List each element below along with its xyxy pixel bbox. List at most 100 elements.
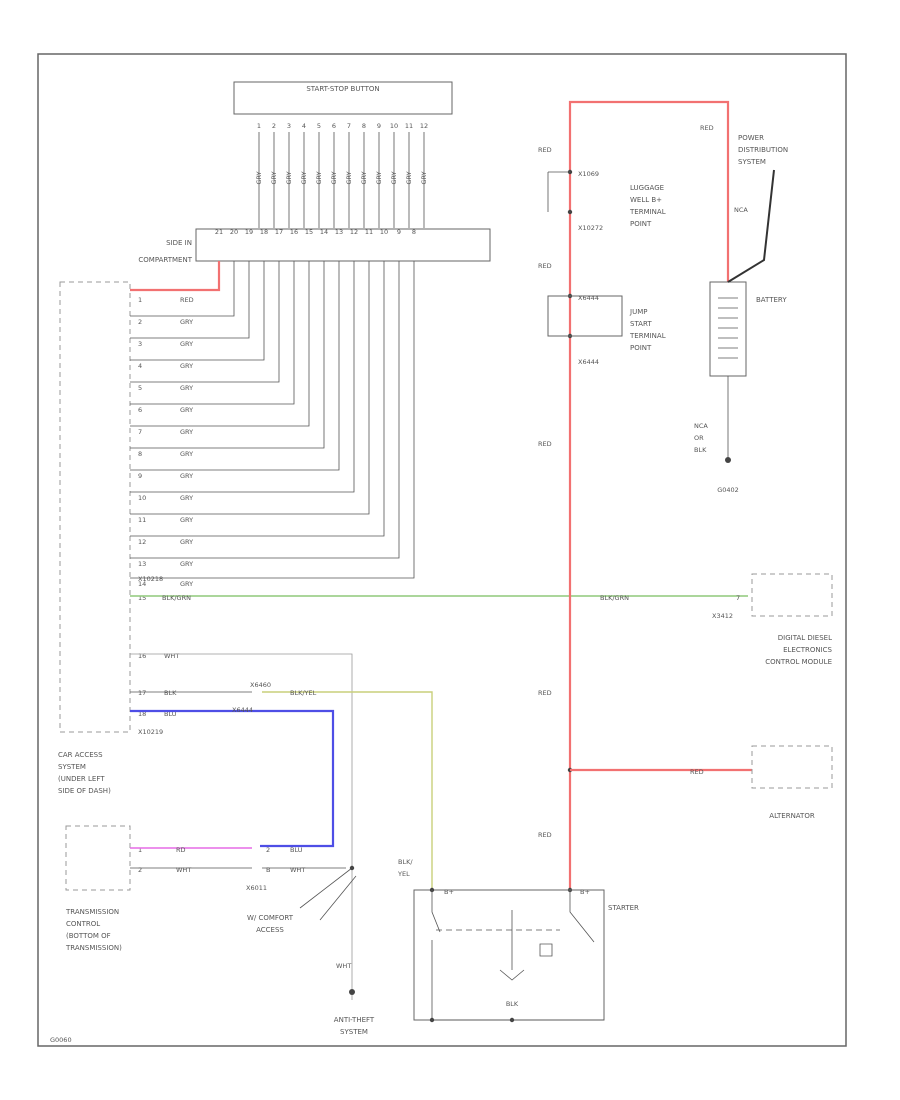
cas-pin-12: 12 [138, 538, 146, 546]
cas-wire-color-12: GRY [180, 538, 193, 546]
button-wire-color-5: GRY [315, 171, 323, 184]
side-pin-9: 9 [397, 228, 401, 236]
starter-pin-left: B+ [444, 888, 454, 896]
diagram-frame [37, 53, 847, 1047]
cas-pin18-wire: 18 BLU X6444 X10219 [130, 706, 335, 848]
side-pin-10: 10 [380, 228, 388, 236]
cas-wire-color-8: GRY [180, 450, 193, 458]
battery-ground-3: BLK [694, 446, 707, 454]
comfort-access-switch: W/ COMFORT ACCESS [247, 865, 357, 934]
luggage-connector: X1069 [578, 170, 599, 178]
button-wire-color-8: GRY [360, 171, 368, 184]
cas-pin-8: 8 [138, 450, 142, 458]
cas-wire-color-7: GRY [180, 428, 193, 436]
button-wire-color-6: GRY [330, 171, 338, 184]
starter-pin-right: B+ [580, 888, 590, 896]
battery-ground-1: NCA [694, 422, 708, 430]
cas-pin-6: 6 [138, 406, 142, 414]
trans-stp-pin-2: 2 [266, 846, 270, 854]
transmission-label-4: TRANSMISSION) [65, 944, 122, 952]
button-wire-colors: GRY GRY GRY GRY GRY GRY GRY GRY GRY GRY … [255, 171, 428, 184]
red-label-mid1: RED [538, 262, 552, 270]
cas-pin18-color: BLU [164, 710, 177, 718]
side-compartment-label-2: COMPARTMENT [138, 256, 192, 264]
ground-g402: G0402 [717, 486, 739, 494]
cas-wire-color-9: GRY [180, 472, 193, 480]
cas-pin-7: 7 [138, 428, 142, 436]
car-access-label-4: SIDE OF DASH) [58, 787, 111, 795]
red-label-bottom: RED [538, 831, 552, 839]
comfort-access-label-2: ACCESS [256, 926, 284, 934]
button-wire-color-9: GRY [375, 171, 383, 184]
car-access-module [59, 281, 131, 733]
red-label-top: RED [538, 146, 552, 154]
button-wire-color-1: GRY [255, 171, 263, 184]
connector-x3412: X3412 [712, 612, 733, 620]
button-wire-color-12: GRY [420, 171, 428, 184]
cas-wire-color-6: GRY [180, 406, 193, 414]
luggage-label-2: WELL B+ [630, 196, 662, 204]
connector-x6444: X6444 [232, 706, 253, 714]
battery-ground-2: OR [694, 434, 704, 442]
side-pin-17: 17 [275, 228, 283, 236]
cas-wire-color-11: GRY [180, 516, 193, 524]
side-compartment-label-1: SIDE IN [166, 239, 192, 247]
side-pin-15: 15 [305, 228, 313, 236]
side-pin-11: 11 [365, 228, 373, 236]
button-pin-8: 8 [362, 122, 366, 130]
cas-pin-4: 4 [138, 362, 142, 370]
connector-x6460: X6460 [250, 681, 271, 689]
starter: STARTER BLK/ YEL B+ B+ BLK [397, 858, 639, 1023]
side-pin-19: 19 [245, 228, 253, 236]
alternator-wire-color: RED [690, 768, 704, 776]
luggage-label-3: TERMINAL [629, 208, 666, 216]
luggage-label-1: LUGGAGE [630, 184, 664, 192]
button-pin-4: 4 [302, 122, 306, 130]
button-wire-color-4: GRY [300, 171, 308, 184]
button-pin-6: 6 [332, 122, 336, 130]
side-pin-12: 12 [350, 228, 358, 236]
anti-theft-label-1: ANTI-THEFT [334, 1016, 375, 1024]
side-pin-8: 8 [412, 228, 416, 236]
side-pin-18: 18 [260, 228, 268, 236]
button-wire-color-3: GRY [285, 171, 293, 184]
cas-pin-11: 11 [138, 516, 146, 524]
battery-nca-label: NCA [734, 206, 748, 214]
button-pins: 1 2 3 4 5 6 7 8 9 10 11 12 [257, 122, 428, 130]
starter-wire-color-1: BLK/ [398, 858, 413, 866]
starter-label: STARTER [608, 904, 639, 912]
button-pin-12: 12 [420, 122, 428, 130]
transmission-module [65, 825, 131, 891]
pds-label-1: POWER [738, 134, 764, 142]
transmission-label: TRANSMISSION CONTROL (BOTTOM OF TRANSMIS… [65, 908, 122, 952]
dde-module: 7 X3412 DIGITAL DIESEL ELECTRONICS CONTR… [712, 573, 833, 666]
connector-x6011: X6011 [246, 884, 267, 892]
connector-x10218: X10218 [138, 575, 163, 583]
side-pin-21: 21 [215, 228, 223, 236]
transmission-label-2: CONTROL [66, 920, 100, 928]
button-wire-color-11: GRY [405, 171, 413, 184]
side-compartment-connector: SIDE IN COMPARTMENT 21 20 19 18 17 16 15… [138, 228, 491, 264]
button-pin-2: 2 [272, 122, 276, 130]
cas-pin-2: 2 [138, 318, 142, 326]
button-pin-9: 9 [377, 122, 381, 130]
jump-label-4: POINT [630, 344, 652, 352]
cas-pin-10: 10 [138, 494, 146, 502]
luggage-label-4: POINT [630, 220, 652, 228]
footer-id: G0060 [50, 1036, 72, 1044]
cas-wire-color-4: GRY [180, 362, 193, 370]
cas-pin-labels: 1 2 3 4 5 6 7 8 9 10 11 12 13 14 [138, 296, 146, 588]
cas-pin-9: 9 [138, 472, 142, 480]
transmission-wires: 1 RD 2 BLU 2 WHT B WHT X6011 [130, 846, 346, 892]
anti-theft: WHT ANTI-THEFT SYSTEM [334, 962, 375, 1036]
red-label-batt: RED [700, 124, 714, 132]
trans-wht-label: WHT [290, 866, 305, 874]
jump-label-2: START [630, 320, 652, 328]
transmission-label-1: TRANSMISSION [65, 908, 119, 916]
cas-pin-18: 18 [138, 710, 146, 718]
anti-theft-wire-color: WHT [336, 962, 351, 970]
comfort-access-label-1: W/ COMFORT [247, 914, 294, 922]
connector-x6444-jump: X6444 [578, 358, 599, 366]
trans-pin-1: 1 [138, 846, 142, 854]
